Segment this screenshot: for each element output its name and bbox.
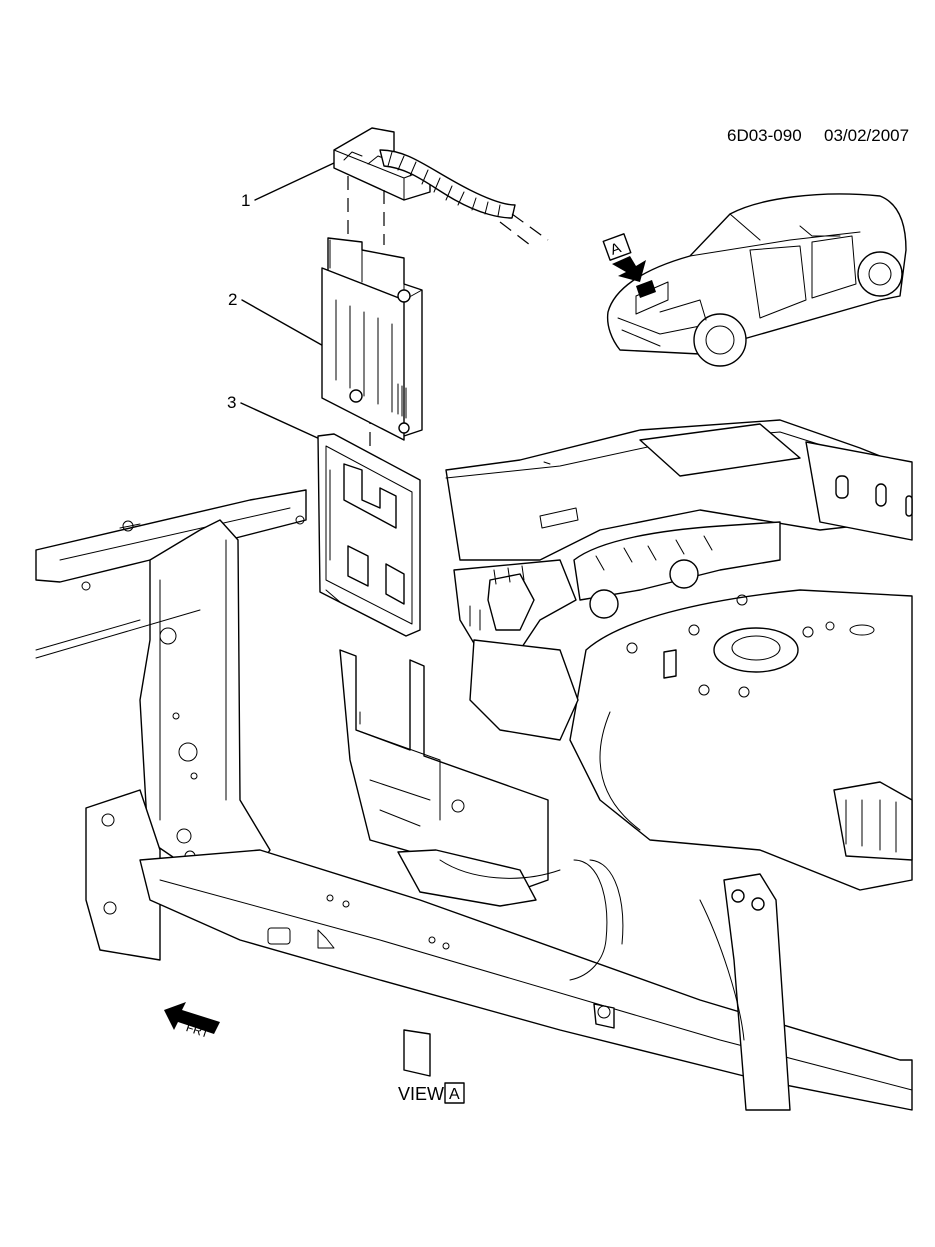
leader-line xyxy=(240,402,323,441)
front-label: FRT xyxy=(184,1020,211,1041)
mounting-bracket xyxy=(317,433,421,637)
down-arrow-icon xyxy=(612,256,646,282)
leader-line xyxy=(241,299,328,349)
view-caption-prefix: VIEW xyxy=(398,1084,444,1104)
view-a-marker: A xyxy=(602,233,646,282)
front-direction-arrow: FRT xyxy=(164,1002,220,1041)
callout-3: 3 xyxy=(227,393,323,441)
control-module xyxy=(321,237,423,441)
diagram-date: 03/02/2007 xyxy=(824,126,909,145)
front-arrow-icon xyxy=(164,1002,220,1034)
callout-number: 2 xyxy=(228,290,237,309)
callout-2: 2 xyxy=(228,290,328,349)
harness-connector xyxy=(333,127,549,249)
view-caption: VIEW A xyxy=(398,1082,465,1104)
leader-line xyxy=(254,162,335,201)
view-caption-box xyxy=(444,1082,465,1104)
diagram-code: 6D03-090 xyxy=(727,126,802,145)
callout-number: 1 xyxy=(241,191,250,210)
callout-number: 3 xyxy=(227,393,236,412)
vehicle-inset xyxy=(606,193,907,367)
callout-1: 1 xyxy=(241,162,335,210)
view-caption-letter: A xyxy=(449,1086,460,1103)
engine-bay-structure xyxy=(35,419,913,1111)
